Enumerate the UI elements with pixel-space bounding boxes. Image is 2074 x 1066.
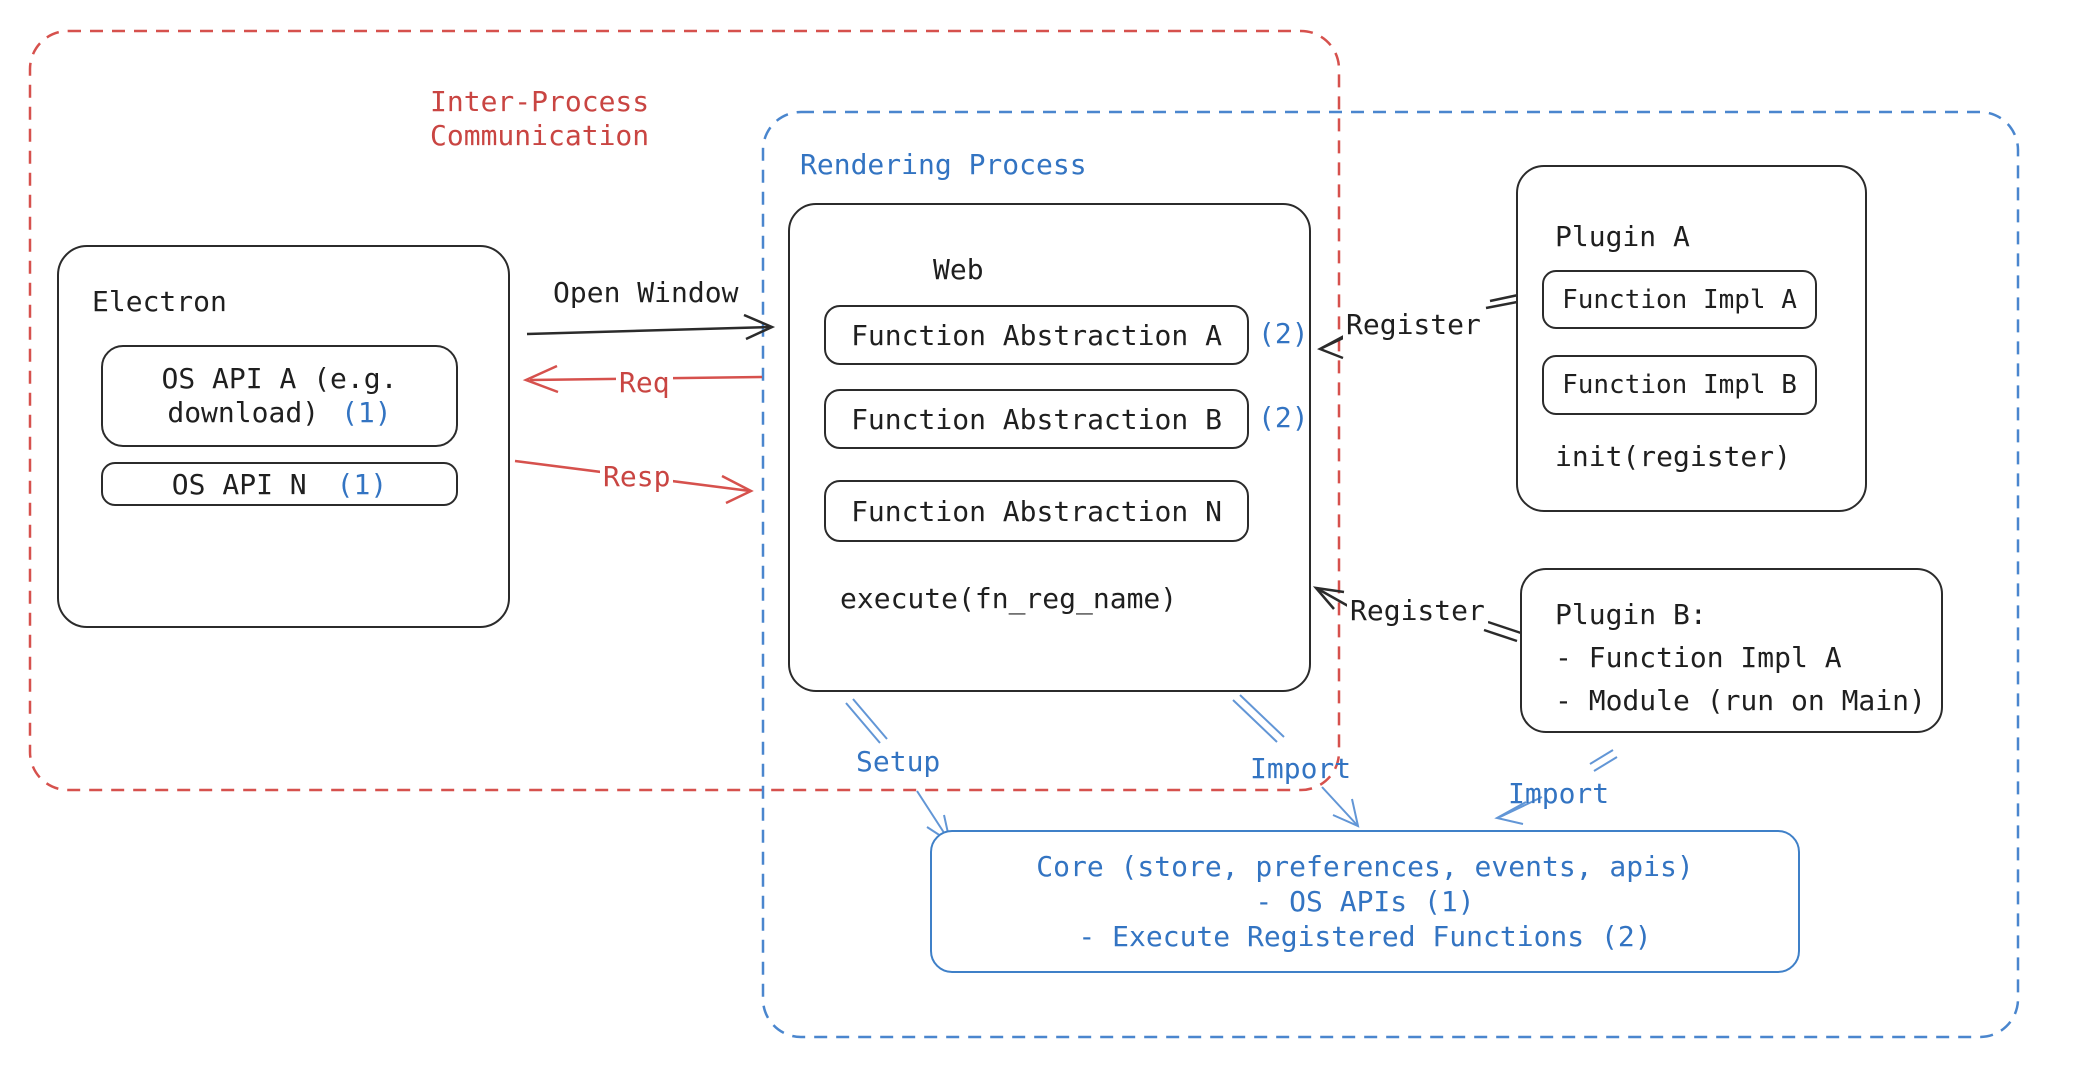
function-abstraction-n-box: Function Abstraction N: [824, 480, 1249, 542]
open-window-label: Open Window: [553, 276, 739, 309]
core-line-2: - OS APIs (1): [1255, 885, 1475, 918]
setup-label: Setup: [856, 745, 941, 778]
web-box: Web Function Abstraction A Function Abst…: [788, 203, 1311, 692]
abstraction-b-badge: (2): [1258, 401, 1309, 434]
web-title: Web: [933, 253, 984, 286]
os-api-a-badge: (1): [341, 396, 392, 429]
plugin-b-lines: Plugin B: - Function Impl A - Module (ru…: [1555, 598, 1926, 717]
os-api-a-line1: OS API A (e.g.: [161, 362, 398, 395]
function-impl-a-box: Function Impl A: [1542, 270, 1817, 329]
import-mid-label: Import: [1250, 752, 1352, 785]
os-api-n-badge: (1): [336, 467, 388, 501]
function-abstraction-b-box: Function Abstraction B: [824, 389, 1249, 449]
register-top-label: Register: [1343, 308, 1484, 342]
function-abstraction-a-box: Function Abstraction A: [824, 305, 1249, 365]
resp-label: Resp: [600, 460, 674, 494]
import-right-arrow: [1494, 749, 1618, 825]
os-api-a-box: OS API A (e.g. download)(1): [101, 345, 458, 447]
ipc-region-label: Inter-Process Communication: [430, 85, 650, 152]
import-mid-arrow: [1232, 694, 1360, 828]
req-label: Req: [616, 366, 673, 400]
rendering-dashed-region: [761, 110, 2020, 1039]
rendering-region-label: Rendering Process: [800, 148, 1087, 181]
setup-arrow: [845, 698, 952, 845]
os-api-a-line2: download)(1): [167, 396, 392, 429]
open-window-arrow: [526, 313, 776, 341]
electron-title: Electron: [92, 285, 227, 318]
core-line-3: - Execute Registered Functions (2): [1078, 920, 1652, 953]
plugin-a-box: Plugin A Function Impl A Function Impl B…: [1516, 165, 1867, 512]
ipc-dashed-region: [28, 29, 1341, 792]
init-register-label: init(register): [1555, 440, 1792, 473]
os-api-n-box: OS API N(1): [101, 462, 458, 506]
function-impl-b-box: Function Impl B: [1542, 355, 1817, 415]
register-bottom-label: Register: [1347, 594, 1488, 628]
electron-box: Electron OS API A (e.g. download)(1) OS …: [57, 245, 510, 628]
execute-code-label: execute(fn_reg_name): [840, 582, 1178, 615]
import-right-label: Import: [1508, 777, 1610, 810]
plugin-a-title: Plugin A: [1555, 220, 1690, 253]
core-box: Core (store, preferences, events, apis) …: [930, 830, 1800, 973]
plugin-b-box: Plugin B: - Function Impl A - Module (ru…: [1520, 568, 1943, 733]
abstraction-a-badge: (2): [1258, 317, 1309, 350]
core-line-1: Core (store, preferences, events, apis): [1036, 850, 1694, 883]
